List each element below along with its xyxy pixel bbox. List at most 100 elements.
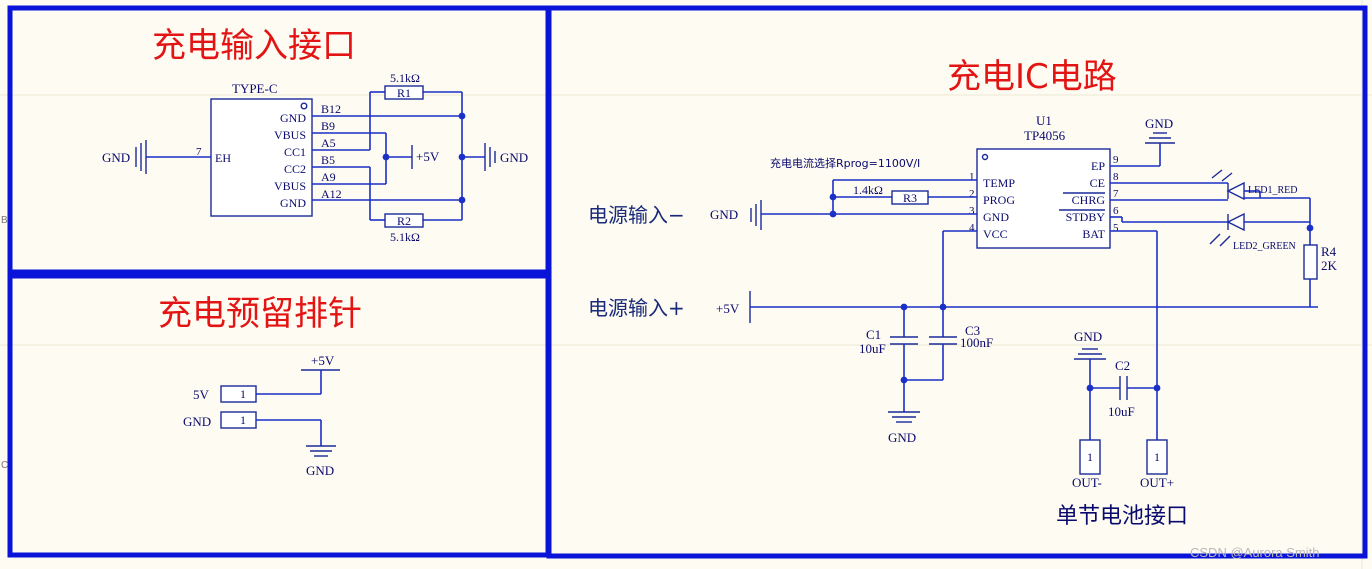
- typec-pin-num: A9: [321, 170, 336, 184]
- ic-left-pins: TEMP PROG GND VCC 1 2 3 4: [969, 171, 1015, 241]
- ground-symbol-input-right: [484, 143, 496, 171]
- section-charge-header: 充电预留排针 +5V 5V 1 GND 1 GND: [158, 294, 362, 478]
- ic-pin-num: 1: [969, 171, 975, 183]
- title-charge-header: 充电预留排针: [158, 294, 362, 334]
- out-neg-label: OUT-: [1072, 475, 1102, 490]
- junction: [1086, 384, 1094, 392]
- ic-note: 充电电流选择Rprog=1100V/I: [770, 156, 920, 170]
- section-charge-input: 充电输入接口 TYPE-C EH 7 GND VBUS CC1 CC2 VBUS…: [102, 26, 528, 244]
- junction: [458, 112, 466, 120]
- ic-pin-num: 4: [969, 222, 975, 234]
- title-charge-ic: 充电IC电路: [947, 57, 1117, 97]
- ic-pin-name: GND: [983, 210, 1009, 224]
- power-input-neg-label: 电源输入−: [588, 203, 685, 227]
- header-pin-5v-num: 1: [240, 387, 246, 401]
- junction: [900, 376, 908, 384]
- typec-pin-name: VBUS: [274, 179, 306, 193]
- c1-ref: C1: [866, 327, 881, 342]
- ic-pin-name: CE: [1090, 176, 1105, 190]
- r1-ref: R1: [397, 86, 411, 100]
- ic-pin-num: 5: [1113, 222, 1119, 234]
- out-pos-label: OUT+: [1140, 475, 1174, 490]
- ic-pin-num: 2: [969, 188, 975, 200]
- typec-pin-name: GND: [280, 111, 306, 125]
- cap-gnd-label: GND: [888, 430, 916, 445]
- typec-name: TYPE-C: [232, 81, 278, 96]
- r2-ref: R2: [397, 214, 411, 228]
- ground-symbol-battery: [1074, 348, 1106, 360]
- c3-value: 100nF: [960, 335, 993, 350]
- header-pin-gnd[interactable]: [220, 411, 257, 429]
- c1-value: 10uF: [859, 341, 886, 356]
- typec-pin-num: B12: [321, 102, 341, 116]
- gnd-label-typec: GND: [102, 150, 130, 165]
- junction: [829, 193, 837, 201]
- edge-mark-c: C: [1, 460, 8, 471]
- junction: [458, 153, 466, 161]
- ground-symbol-caps: [888, 411, 920, 423]
- ic-pin-name: PROG: [983, 193, 1015, 207]
- header-row1-label: 5V: [193, 387, 210, 402]
- c2-ref: C2: [1115, 358, 1130, 373]
- ground-symbol-typec: [135, 140, 147, 174]
- resistor-r4[interactable]: [1303, 244, 1318, 280]
- ic-part: TP4056: [1024, 128, 1066, 143]
- edge-mark-b: B: [1, 215, 8, 226]
- ground-symbol-ic-top: [1145, 132, 1175, 144]
- power-input-pos-net: +5V: [716, 301, 740, 316]
- vcc-label-input: +5V: [416, 149, 440, 164]
- battery-out-pos[interactable]: [1146, 439, 1168, 475]
- power-input-pos-label: 电源输入+: [588, 296, 685, 320]
- typec-pin-name: CC1: [284, 145, 306, 159]
- junction: [458, 196, 466, 204]
- ic-pin-name: CHRG: [1072, 193, 1106, 207]
- ic-pin1-mark: [981, 153, 989, 161]
- ic-right-pins: EP CE CHRG STDBY BAT 9 8 7 6 5: [1059, 154, 1119, 241]
- r4-value: 2K: [1321, 258, 1338, 273]
- ic-pin-num: 7: [1113, 188, 1119, 200]
- ground-symbol-ic-left: [750, 200, 762, 230]
- typec-pin-names: GND VBUS CC1 CC2 VBUS GND: [274, 111, 306, 210]
- header-row2-label: GND: [183, 414, 211, 429]
- ic-pin-name: BAT: [1082, 227, 1105, 241]
- section-charge-ic: 充电IC电路 U1 TP4056 充电电流选择Rprog=1100V/I TEM…: [588, 57, 1338, 529]
- typec-pin-eh: EH: [215, 151, 231, 165]
- r3-ref: R3: [903, 191, 917, 205]
- typec-pin-numbers: B12 B9 A5 B5 A9 A12: [321, 102, 342, 201]
- typec-pin1-mark: [300, 102, 308, 110]
- resistor-r3[interactable]: [891, 190, 929, 205]
- r1-value: 5.1kΩ: [390, 71, 420, 85]
- junction: [829, 210, 837, 218]
- ic-pin-name: TEMP: [983, 176, 1015, 190]
- bat-gnd-label: GND: [1074, 329, 1102, 344]
- typec-pin-name: CC2: [284, 162, 306, 176]
- header-vcc-label: +5V: [311, 353, 335, 368]
- led1-red[interactable]: [1211, 169, 1245, 201]
- ic-pin-name: EP: [1091, 159, 1105, 173]
- r2-value: 5.1kΩ: [390, 230, 420, 244]
- header-pin-gnd-num: 1: [240, 413, 246, 427]
- battery-out-neg[interactable]: [1079, 439, 1101, 475]
- led2-label: LED2_GREEN: [1233, 241, 1296, 252]
- typec-pin-num: B9: [321, 119, 335, 133]
- ic-pin-name: VCC: [983, 227, 1008, 241]
- ic-tp4056[interactable]: [976, 148, 1111, 249]
- typec-pin-num: A12: [321, 187, 342, 201]
- junction: [1306, 224, 1314, 232]
- resistor-r2[interactable]: [384, 213, 424, 228]
- c3-ref: C3: [965, 323, 980, 338]
- title-battery: 单节电池接口: [1056, 504, 1188, 529]
- resistor-r1[interactable]: [384, 85, 424, 100]
- typec-pin-num: B5: [321, 153, 335, 167]
- watermark: CSDN @Aurora Smith: [1190, 545, 1320, 560]
- c2-value: 10uF: [1108, 404, 1135, 419]
- typec-pin-7: 7: [196, 146, 202, 158]
- junction: [382, 153, 390, 161]
- ic-pin-name: STDBY: [1066, 210, 1106, 224]
- out-pos-pin: 1: [1154, 450, 1160, 464]
- power-input-neg-net: GND: [710, 207, 738, 222]
- r4-ref: R4: [1321, 244, 1337, 259]
- ic-ref: U1: [1036, 113, 1052, 128]
- header-pin-5v[interactable]: [220, 385, 257, 403]
